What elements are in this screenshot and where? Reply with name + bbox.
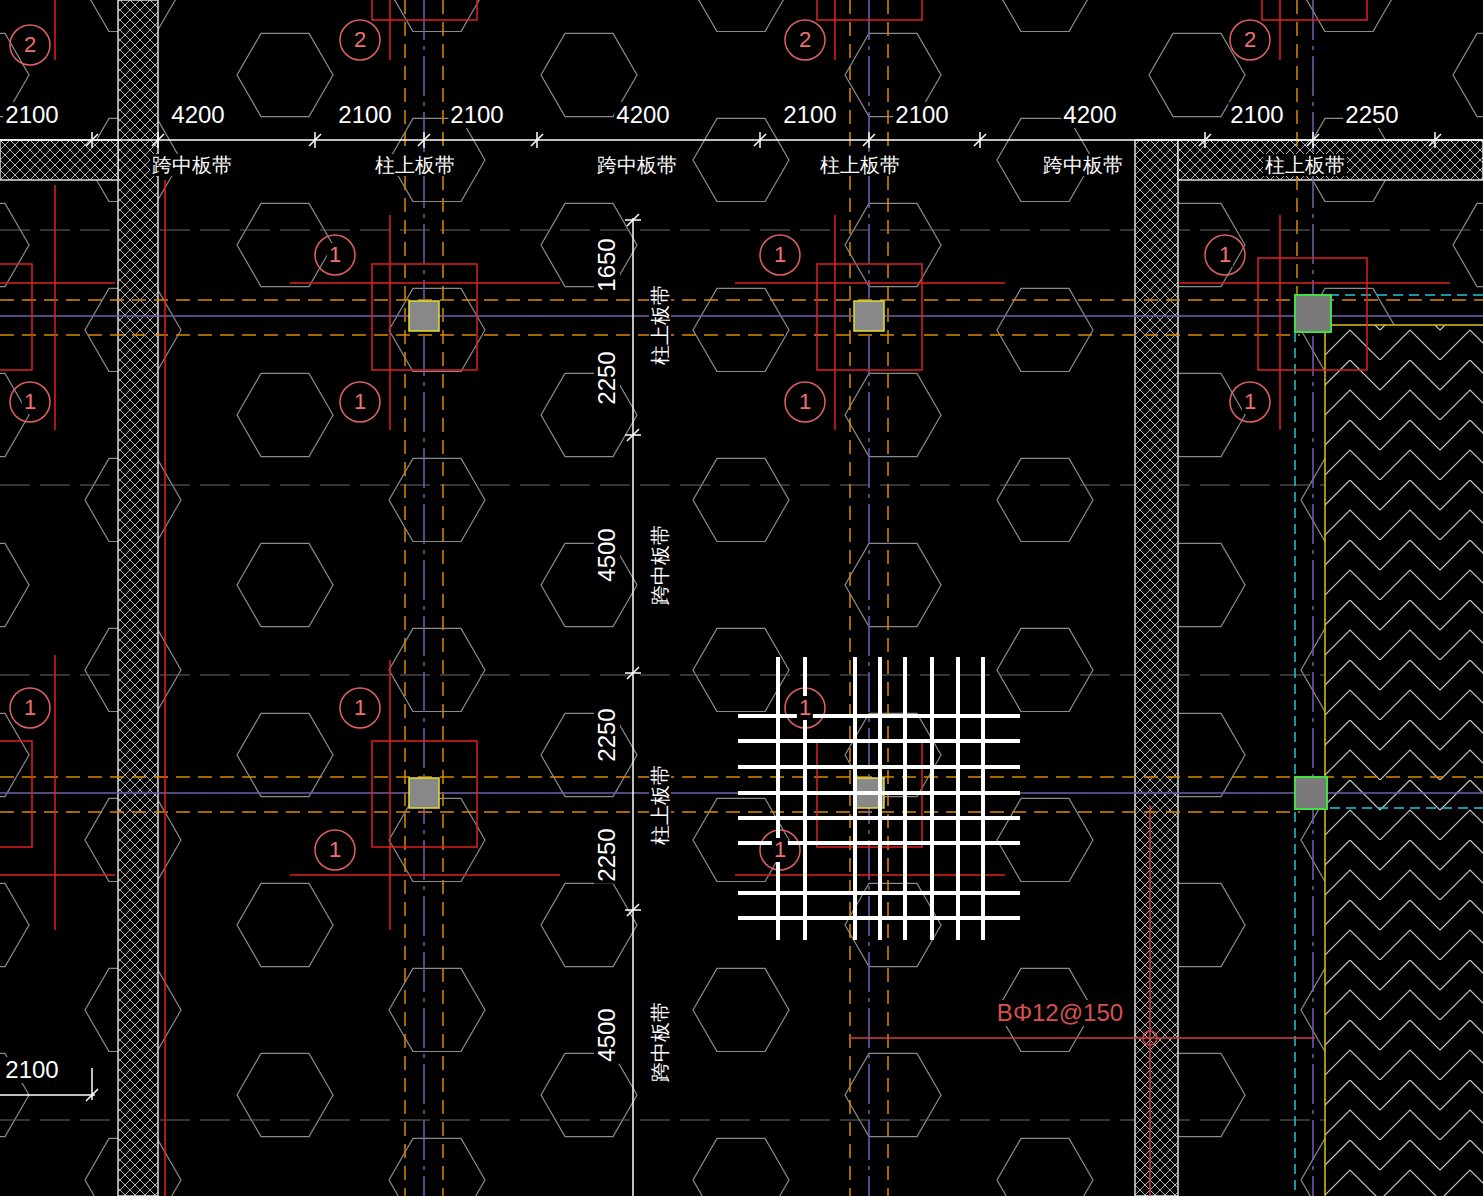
callout-number: 1 [327,243,343,267]
dimension-text: 2100 [3,1057,60,1083]
strip-label: 跨中板带 [649,1000,671,1084]
dimension-text: 2100 [893,102,950,128]
core-boundary [1295,295,1483,1196]
strip-label: 柱上板带 [818,154,902,176]
callout-number: 1 [22,390,38,414]
core-hatch [1325,325,1483,1196]
callout-number: 1 [352,390,368,414]
dimension-text: 2100 [781,102,838,128]
dimension-text: 4200 [1061,102,1118,128]
callout-number: 2 [22,33,38,57]
callout-number: 2 [352,28,368,52]
core-edge [1325,325,1483,1196]
callout-number: 1 [772,838,788,862]
grid-dashes [0,230,1483,1120]
drop-panels-and-rebar [0,0,1450,1196]
dimension-text: 2250 [594,706,620,763]
strip-label: 柱上板带 [649,763,671,847]
dimension-text: 1650 [594,236,620,293]
strip-label: 跨中板带 [1041,154,1125,176]
callout-number: 1 [797,696,813,720]
dimension-text: 4200 [169,102,226,128]
callout-number: 2 [797,28,813,52]
columns [409,295,1331,809]
dimension-lines [0,132,1483,1196]
mesh-highlight [738,657,1020,940]
dimension-text: 2250 [594,826,620,883]
dimension-text: 2100 [1228,102,1285,128]
dimension-text: 2100 [3,102,60,128]
dimension-text: 2250 [594,349,620,406]
rebar-note: BΦ12@150 [995,1000,1125,1026]
callout-number: 1 [772,243,788,267]
dimension-text: 4500 [594,1006,620,1063]
core-ground [1325,325,1483,1196]
strip-label: 跨中板带 [649,523,671,607]
dimension-text: 2250 [1343,102,1400,128]
strip-label: 柱上板带 [649,283,671,367]
callout-number: 1 [1242,390,1258,414]
dimension-text: 2100 [448,102,505,128]
callout-number: 1 [352,696,368,720]
callout-number: 1 [1217,243,1233,267]
strip-label: 柱上板带 [1263,154,1347,176]
callout-number: 2 [1242,28,1258,52]
strip-label: 跨中板带 [150,154,234,176]
strip-label: 跨中板带 [595,154,679,176]
callout-number: 1 [327,838,343,862]
callout-circles [10,20,1270,870]
dimension-text: 4500 [594,526,620,583]
dimension-text: 4200 [614,102,671,128]
dimension-text: 2100 [336,102,393,128]
strip-label: 柱上板带 [373,154,457,176]
callout-number: 1 [22,696,38,720]
callout-number: 1 [797,390,813,414]
